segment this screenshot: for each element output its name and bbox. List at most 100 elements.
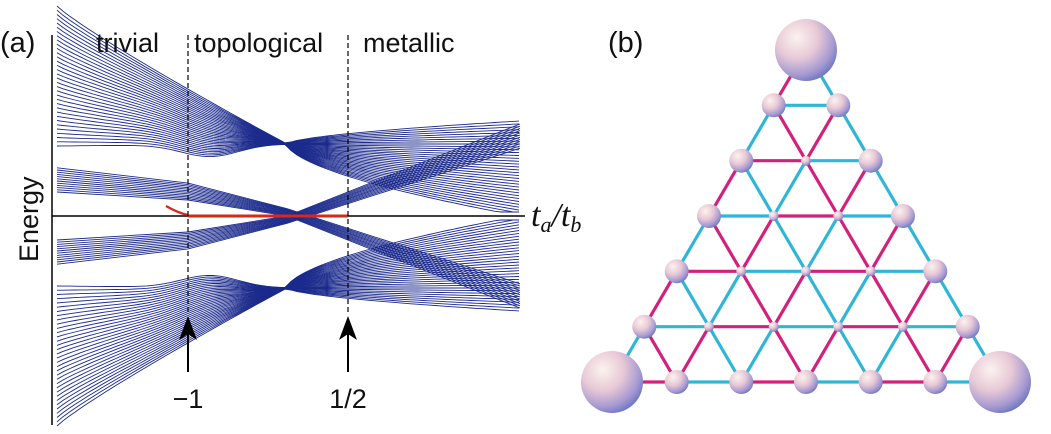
band-line-upper: [56, 52, 520, 154]
band-line-cross: [56, 176, 521, 294]
arrow-minus-one: [179, 316, 197, 372]
site-sphere: [761, 93, 786, 118]
band-line-lower: [56, 288, 520, 418]
site-sphere: [632, 314, 657, 339]
lattice-sites: [581, 19, 1031, 413]
band-line-cross: [56, 132, 521, 250]
site-sphere: [826, 93, 851, 118]
site-sphere: [969, 351, 1031, 413]
band-line-cross: [56, 182, 521, 300]
band-line-cross: [56, 184, 521, 302]
x-label-t2: t: [561, 197, 572, 234]
band-line-cross: [56, 136, 521, 254]
site-sphere: [891, 204, 915, 228]
site-sphere: [729, 370, 754, 394]
site-sphere: [923, 259, 948, 284]
site-sphere: [833, 321, 844, 332]
site-sphere: [801, 266, 811, 277]
band-lines: [56, 5, 521, 427]
bond: [707, 270, 743, 328]
marker-minus-one: −1: [173, 384, 204, 414]
site-sphere: [865, 266, 876, 277]
site-sphere: [704, 321, 714, 332]
band-line-cross: [56, 169, 521, 287]
panel-b-label: (b): [608, 27, 643, 59]
x-label-sub-a: a: [540, 212, 551, 237]
band-line-cross: [56, 173, 521, 291]
region-trivial: trivial: [96, 28, 159, 58]
bond: [804, 159, 840, 217]
band-line-lower: [56, 288, 520, 427]
site-sphere: [898, 321, 908, 332]
bond: [836, 270, 873, 328]
site-sphere: [736, 266, 747, 277]
lattice-bonds: [610, 49, 1002, 384]
zero-mode-tail: [165, 205, 189, 217]
site-sphere: [664, 259, 689, 284]
bond: [772, 159, 808, 217]
bond: [739, 270, 776, 328]
site-sphere: [794, 370, 818, 394]
band-line-cross: [56, 138, 521, 256]
site-sphere: [775, 19, 837, 81]
band-line-upper: [56, 5, 520, 144]
x-axis-label: ta/tb: [531, 197, 581, 237]
band-line-lower: [56, 230, 520, 308]
site-sphere: [697, 204, 721, 228]
band-line-upper: [56, 111, 520, 194]
marker-one-half: 1/2: [329, 384, 367, 414]
site-sphere: [955, 314, 980, 339]
region-metallic: metallic: [363, 28, 455, 58]
band-line-cross: [56, 147, 521, 265]
band-line-cross: [56, 141, 521, 259]
arrow-one-half: [339, 316, 357, 372]
band-line-upper: [56, 124, 520, 202]
site-sphere: [858, 148, 883, 173]
bond: [869, 270, 905, 328]
band-line-cross: [56, 127, 521, 245]
site-sphere: [581, 351, 643, 413]
band-line-upper: [56, 143, 519, 213]
band-line-cross: [56, 189, 521, 307]
site-sphere: [923, 370, 948, 394]
band-line-lower: [56, 238, 520, 321]
y-axis-label: Energy: [14, 176, 44, 262]
band-line-lower: [56, 288, 520, 401]
band-line-cross: [56, 123, 521, 241]
site-sphere: [664, 370, 689, 394]
site-sphere: [768, 211, 779, 221]
band-line-cross: [56, 125, 521, 243]
panel-a-label: (a): [0, 27, 35, 59]
band-line-upper: [56, 94, 520, 182]
band-line-cross: [56, 134, 521, 252]
band-line-cross: [56, 178, 521, 296]
bond: [804, 270, 840, 328]
panel-a: (a) trivial topological metallic Energy …: [0, 5, 581, 427]
band-line-cross: [56, 171, 521, 289]
band-line-cross: [56, 145, 521, 263]
band-line-cross: [56, 191, 521, 309]
x-label-sub-b: b: [570, 212, 581, 237]
panel-b: (b): [581, 19, 1031, 413]
site-sphere: [858, 370, 883, 394]
band-line-lower: [56, 278, 520, 380]
x-label-t1: t: [531, 197, 542, 234]
bond: [739, 215, 776, 273]
band-line-cross: [56, 130, 521, 248]
bond: [772, 270, 808, 328]
band-line-cross: [56, 180, 521, 298]
site-sphere: [801, 155, 811, 166]
site-sphere: [768, 321, 779, 332]
band-line-cross: [56, 187, 521, 305]
bond: [772, 215, 808, 273]
bond: [836, 215, 873, 273]
site-sphere: [833, 211, 844, 221]
site-sphere: [729, 148, 754, 173]
band-line-lower: [56, 219, 519, 289]
band-line-cross: [56, 143, 521, 261]
region-topological: topological: [194, 28, 323, 58]
x-label-slash: /: [549, 197, 564, 234]
band-line-cross: [56, 167, 521, 285]
band-line-lower: [56, 250, 520, 338]
